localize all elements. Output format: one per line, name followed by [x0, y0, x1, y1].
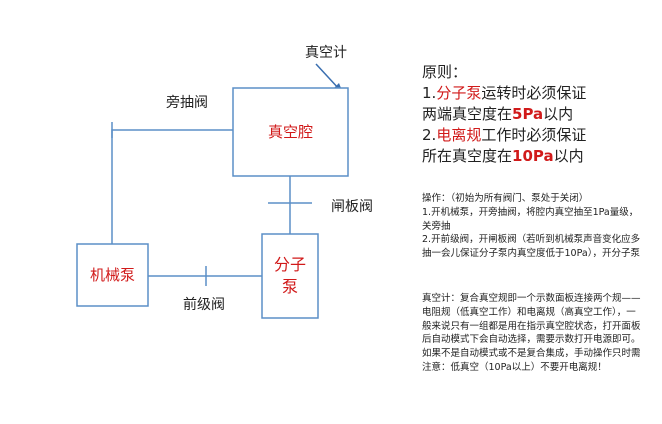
operation-heading: 操作：（初始为所有阀门、泵处于关闭）	[422, 193, 589, 204]
gate-valve-label: 闸板阀	[331, 199, 373, 215]
principle-2-num: 2.	[422, 126, 437, 144]
principle-2-text: 工作时必须保证	[481, 126, 587, 144]
molecular-pump-label: 分子泵	[270, 234, 310, 318]
principle-2-subject: 电离规	[436, 126, 482, 144]
gauge-arrow	[315, 63, 341, 91]
principle-1-num: 1.	[422, 84, 437, 102]
mech-pump-box	[76, 243, 149, 307]
mech-pump-text: 机械泵	[89, 266, 135, 284]
principle-1-line-1: 1.分子泵运转时必须保证	[422, 83, 642, 104]
vacuum-gauge-note-1: 真空计：复合真空规即一个示数面板连接两个规——电阻规（低真空工作）和电离规（高真…	[422, 293, 641, 346]
vacuum-gauge-note-2: 如果不是自动模式或不是复合集成，手动操作只时需注意：低真空（10Pa以上）不要开…	[422, 348, 641, 373]
chamber-label: 真空腔	[233, 88, 348, 176]
molecular-pump-box	[261, 233, 319, 319]
principle-1-text: 运转时必须保证	[481, 84, 587, 102]
principle-2-value: 10Pa	[512, 147, 554, 165]
chamber-text: 真空腔	[267, 123, 313, 141]
principle-2-line-2: 所在真空度在10Pa以内	[422, 146, 642, 167]
principle-1-line-2: 两端真空度在5Pa以内	[422, 104, 642, 125]
operation-step-2: 2.开前级阀，开闸板阀（若听到机械泵声音变化应多抽一会儿保证分子泵内真空度低于1…	[422, 234, 641, 260]
principle-1-value: 5Pa	[512, 105, 544, 123]
vacuum-gauge-notes: 真空计：复合真空规即一个示数面板连接两个规——电阻规（低真空工作）和电离规（高真…	[422, 292, 644, 375]
molecular-pump-text: 分子泵	[273, 255, 306, 296]
principles-block: 原则： 1.分子泵运转时必须保证 两端真空度在5Pa以内 2.电离规工作时必须保…	[422, 62, 642, 167]
operation-notes: 操作：（初始为所有阀门、泵处于关闭） 1.开机械泵，开旁抽阀，将腔内真空抽至1P…	[422, 192, 644, 261]
vacuum-gauge-label: 真空计	[305, 45, 347, 61]
mech-pump-label: 机械泵	[77, 244, 148, 306]
operation-step-1: 1.开机械泵，开旁抽阀，将腔内真空抽至1Pa量级，关旁抽	[422, 206, 639, 232]
chamber-box	[232, 87, 349, 177]
foreline-valve-label: 前级阀	[183, 297, 225, 313]
principle-2-line-1: 2.电离规工作时必须保证	[422, 125, 642, 146]
bypass-pipe	[111, 129, 233, 244]
principles-title: 原则：	[422, 63, 468, 81]
principle-2-text-3: 以内	[553, 147, 584, 165]
principle-1-text-3: 以内	[543, 105, 574, 123]
principle-1-text-2: 两端真空度在	[422, 105, 513, 123]
bypass-valve-label: 旁抽阀	[166, 95, 208, 111]
principle-2-text-2: 所在真空度在	[422, 147, 513, 165]
principle-1-subject: 分子泵	[436, 84, 482, 102]
